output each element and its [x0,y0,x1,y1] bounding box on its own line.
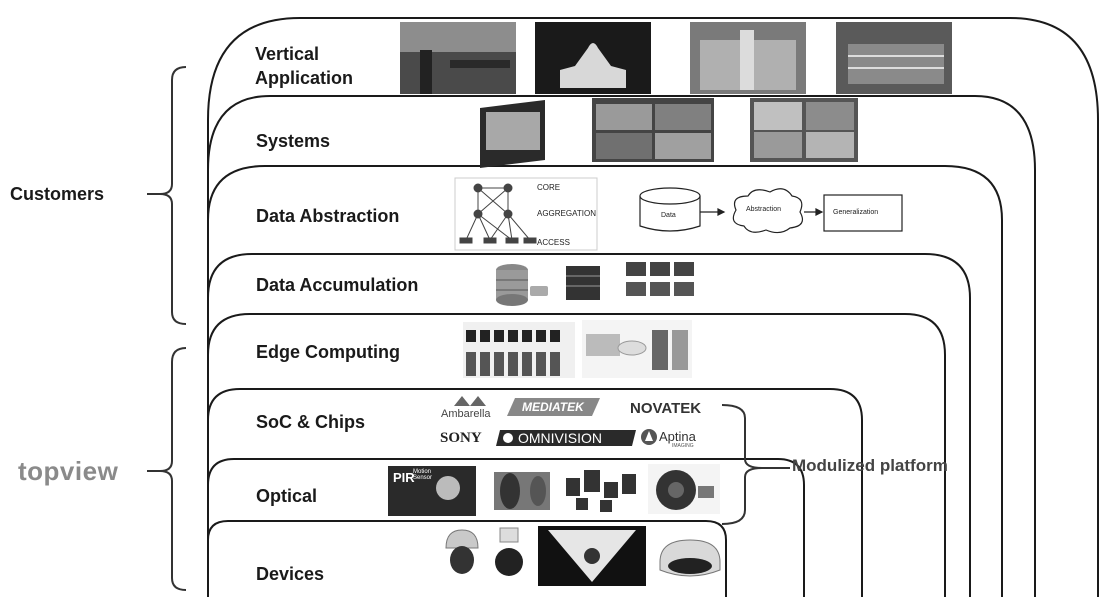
layer-outline-soc-chips [207,388,863,597]
sony-logo: SONY [440,430,482,446]
data-cylinder [639,196,701,232]
pir-sensor-image [388,466,476,516]
edge-computing-images [463,320,692,378]
customers-label: Customers [10,184,105,204]
flow-abstraction-label: Abstraction [746,206,782,213]
mediatek-badge [507,398,600,416]
flow-data-label: Data [661,212,676,219]
generalization-box [823,194,903,232]
vertical-line2: Application [255,68,353,88]
layer-outline-systems [207,95,1036,597]
topview-logo: topview [18,456,119,486]
layer-outline-optical [207,458,805,597]
layer-outline-data-accumulation [207,253,971,597]
vertical-app-photos [400,22,952,94]
storage-icons [496,262,694,306]
layer-label-soc-chips: SoC & Chips [256,412,366,432]
flow-generalization-label: Generalization [833,209,879,216]
dome-camera-image [445,529,479,549]
topview-bracket [159,347,187,591]
network-core-label: CORE [537,183,561,192]
omnivision-logo: OMNIVISION [518,430,603,446]
optical-images [388,464,720,516]
layer-outline-vertical-application [207,17,1099,597]
pir-label: PIR [393,470,415,485]
network-access-label: ACCESS [537,238,570,247]
modulized-bracket [721,404,763,525]
ambarella-logo: Ambarella [441,408,491,420]
network-aggregation-label: AGGREGATION [537,209,596,218]
customers-bracket [159,66,187,325]
systems-photos [480,98,858,168]
layer-label-data-accumulation: Data Accumulation [256,275,419,295]
omnivision-badge [496,430,636,446]
layer-outline-data-abstraction [207,165,1003,597]
server-rack-icon [566,266,600,300]
aptina-logo: Aptina [659,429,696,444]
modulized-platform-label: Modulized platform [792,456,948,475]
layer-label-edge-computing: Edge Computing [256,342,400,362]
layer-label-vertical-application: Vertical Application [255,42,353,90]
layer-outline-edge-computing [207,313,946,597]
ptz-camera-image [499,527,519,543]
ambarella-logo-icon [454,396,486,406]
network-diagram [454,177,598,251]
lens-assortment-image [566,470,636,512]
motion-sensor-label: Motion Sensor [413,469,433,481]
layer-label-optical: Optical [256,486,318,506]
layer-label-data-abstraction: Data Abstraction [256,206,400,226]
aptina-imaging-label: IMAGING [672,443,694,449]
mediatek-logo: MEDIATEK [522,400,584,414]
abstraction-cloud [732,188,803,234]
layer-outline-devices [207,520,727,597]
novatek-logo: NOVATEK [630,400,702,417]
sd-card-icon [626,262,646,276]
vertical-line1: Vertical [255,44,320,64]
layer-label-devices: Devices [256,564,325,584]
data-flow-diagram [639,187,903,234]
device-images [445,526,721,586]
layer-label-systems: Systems [256,131,331,151]
